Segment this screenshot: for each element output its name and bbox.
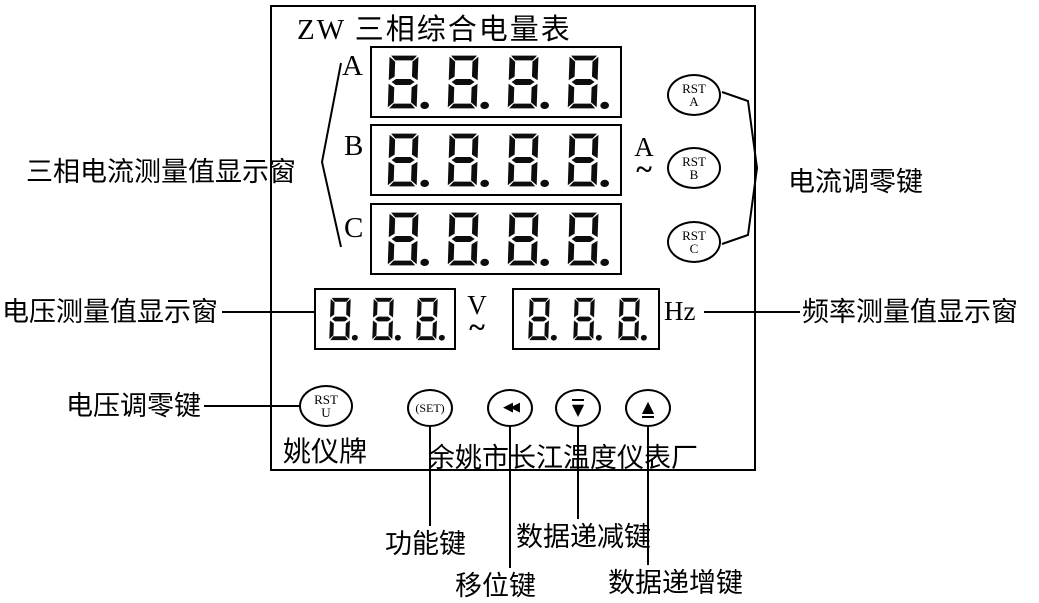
rst-a-button[interactable]: RST A [667,74,721,116]
voltage-display [314,288,456,350]
rst-c-line1: RST [682,228,706,243]
phase-b-display [370,124,622,196]
label-frequency-window: 频率测量值显示窗 [802,297,1018,327]
rst-a-line1: RST [682,81,706,96]
ac-symbol: ~ [636,153,652,186]
frequency-display [512,288,660,350]
rst-u-line1: RST [314,392,338,407]
current-unit-symbol: A [634,132,654,162]
label-current-window: 三相电流测量值显示窗 [26,157,296,187]
label-voltage-zero-key: 电压调零键 [66,391,201,421]
rst-c-button[interactable]: RST C [667,221,721,263]
rst-u-button[interactable]: RST U [299,385,353,427]
voltage-unit: V ~ [462,290,492,344]
label-function-key: 功能键 [385,529,466,559]
phase-c-display [370,203,622,275]
label-increment-key: 数据递增键 [608,568,743,598]
set-label: (SET) [415,400,445,415]
frequency-unit-symbol: Hz [664,296,696,326]
label-decrement-key: 数据递减键 [516,522,651,552]
shift-button[interactable]: ◀◀ [487,389,533,427]
voltage-unit-symbol: V [467,290,487,320]
double-left-triangle-icon: ◀◀ [503,400,520,415]
label-voltage-window: 电压测量值显示窗 [2,297,218,327]
rst-b-line2: B [689,167,699,182]
rst-b-button[interactable]: RST B [667,147,721,189]
rst-c-line2: C [689,241,699,256]
phase-b-label: B [344,130,364,162]
decrement-button[interactable]: ▼ [555,389,601,427]
current-unit: A ~ [628,132,660,186]
phase-a-display [370,46,622,118]
rst-b-line1: RST [682,154,706,169]
label-shift-key: 移位键 [455,571,536,601]
ac-symbol: ~ [469,311,485,344]
set-button[interactable]: (SET) [407,389,453,427]
rst-a-line2: A [689,94,699,109]
panel-title: ZW 三相综合电量表 [297,14,572,46]
rst-u-line2: U [321,405,331,420]
brand-text: 姚仪牌 [283,437,368,468]
label-current-zero-key: 电流调零键 [788,167,923,197]
up-triangle-icon: ▲ [641,396,655,418]
phase-a-label: A [342,50,363,82]
manufacturer-text: 余姚市长江温度仪表厂 [428,443,698,473]
increment-button[interactable]: ▲ [625,389,671,427]
phase-c-label: C [344,212,364,244]
down-triangle-icon: ▼ [571,398,585,419]
